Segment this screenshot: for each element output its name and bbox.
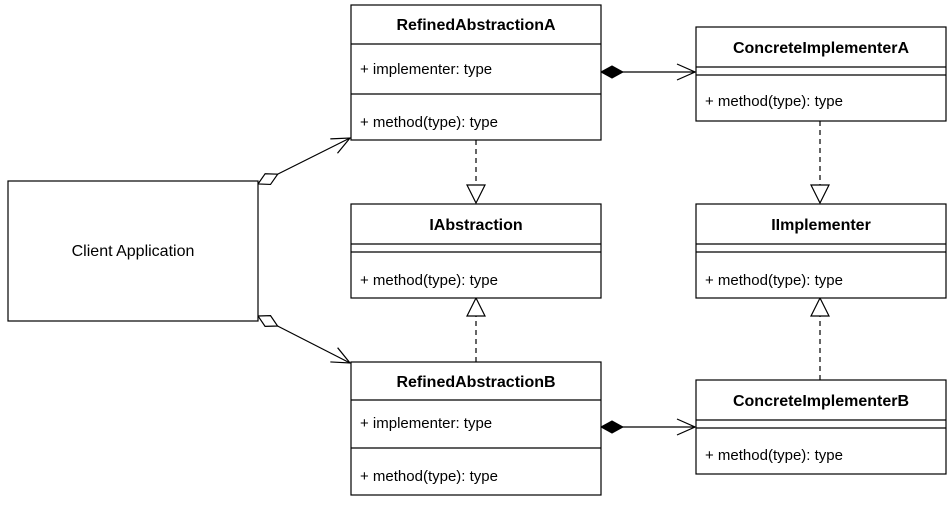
class-method: + method(type): type xyxy=(360,272,498,289)
client-application-label: Client Application xyxy=(72,243,195,260)
class-refined-abstraction-a[interactable]: RefinedAbstractionA + implementer: type … xyxy=(350,4,602,141)
class-method: + method(type): type xyxy=(705,272,843,289)
class-name: IAbstraction xyxy=(429,217,522,234)
class-concrete-implementer-b[interactable]: ConcreteImplementerB + method(type): typ… xyxy=(695,379,947,475)
class-method: + method(type): type xyxy=(705,93,843,110)
class-name: RefinedAbstractionB xyxy=(396,374,555,391)
class-iabstraction[interactable]: IAbstraction + method(type): type xyxy=(350,203,602,299)
class-box xyxy=(695,379,947,475)
class-box xyxy=(695,26,947,122)
class-concrete-implementer-a[interactable]: ConcreteImplementerA + method(type): typ… xyxy=(695,26,947,122)
class-iimplementer[interactable]: IImplementer + method(type): type xyxy=(695,203,947,299)
class-method: + method(type): type xyxy=(705,447,843,464)
relations xyxy=(258,72,820,427)
class-name: ConcreteImplementerA xyxy=(733,40,909,57)
class-name: ConcreteImplementerB xyxy=(733,393,909,410)
class-attribute: + implementer: type xyxy=(360,61,492,78)
client-application-node[interactable]: Client Application xyxy=(7,180,259,322)
class-box xyxy=(695,203,947,299)
class-name: IImplementer xyxy=(771,217,871,234)
class-refined-abstraction-b[interactable]: RefinedAbstractionB + implementer: type … xyxy=(350,361,602,496)
class-box xyxy=(350,4,602,141)
client-to-refined-b-aggregation xyxy=(258,316,350,363)
class-attribute: + implementer: type xyxy=(360,415,492,432)
class-name: RefinedAbstractionA xyxy=(396,17,556,34)
class-method: + method(type): type xyxy=(360,114,498,131)
class-box xyxy=(350,203,602,299)
client-application-box xyxy=(7,180,259,322)
client-to-refined-a-aggregation xyxy=(258,138,350,184)
class-box xyxy=(350,361,602,496)
class-method: + method(type): type xyxy=(360,468,498,485)
